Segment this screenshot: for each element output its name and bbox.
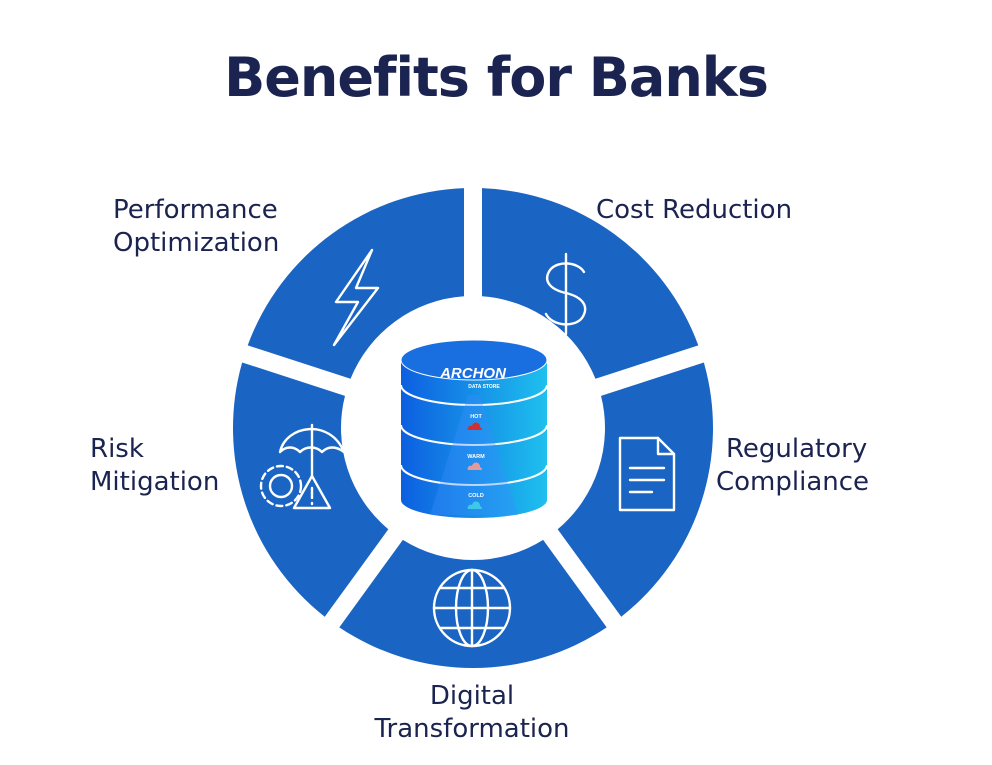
risk-icon — [259, 423, 346, 510]
document-icon — [618, 436, 676, 512]
label-line: Digital — [429, 681, 515, 711]
label-line: Performance — [113, 195, 278, 225]
label-line: Compliance — [716, 467, 870, 497]
archon-database: ARCHON DATA STORE HOT WARM COLD — [356, 307, 592, 543]
tier-warm-label: WARM — [467, 454, 485, 460]
segment-performance-optimization — [247, 188, 465, 379]
cold-cloud-icon — [467, 501, 483, 509]
label-line: Optimization — [113, 228, 280, 258]
lightning-icon — [332, 248, 380, 347]
page-title: Benefits for Banks — [224, 46, 769, 109]
hot-cloud-icon — [467, 422, 483, 430]
warm-cloud-icon — [467, 462, 483, 470]
globe-icon — [432, 568, 512, 648]
segment-regulatory-compliance — [557, 362, 713, 617]
segment-risk-mitigation — [233, 362, 389, 617]
label-cost-reduction: Cost Reduction — [596, 194, 792, 227]
label-line: Transformation — [374, 714, 570, 744]
tier-cold-label: COLD — [468, 493, 484, 499]
dollar-icon — [544, 252, 587, 336]
archon-logo-sub: DATA STORE — [468, 384, 500, 390]
label-text: Cost Reduction — [596, 195, 793, 225]
label-line: Regulatory — [726, 434, 868, 464]
segment-cost-reduction — [481, 188, 699, 379]
label-line: Risk — [90, 434, 144, 464]
label-line: Mitigation — [90, 467, 220, 497]
archon-logo: ARCHON — [439, 365, 507, 382]
tier-hot-label: HOT — [470, 414, 482, 420]
